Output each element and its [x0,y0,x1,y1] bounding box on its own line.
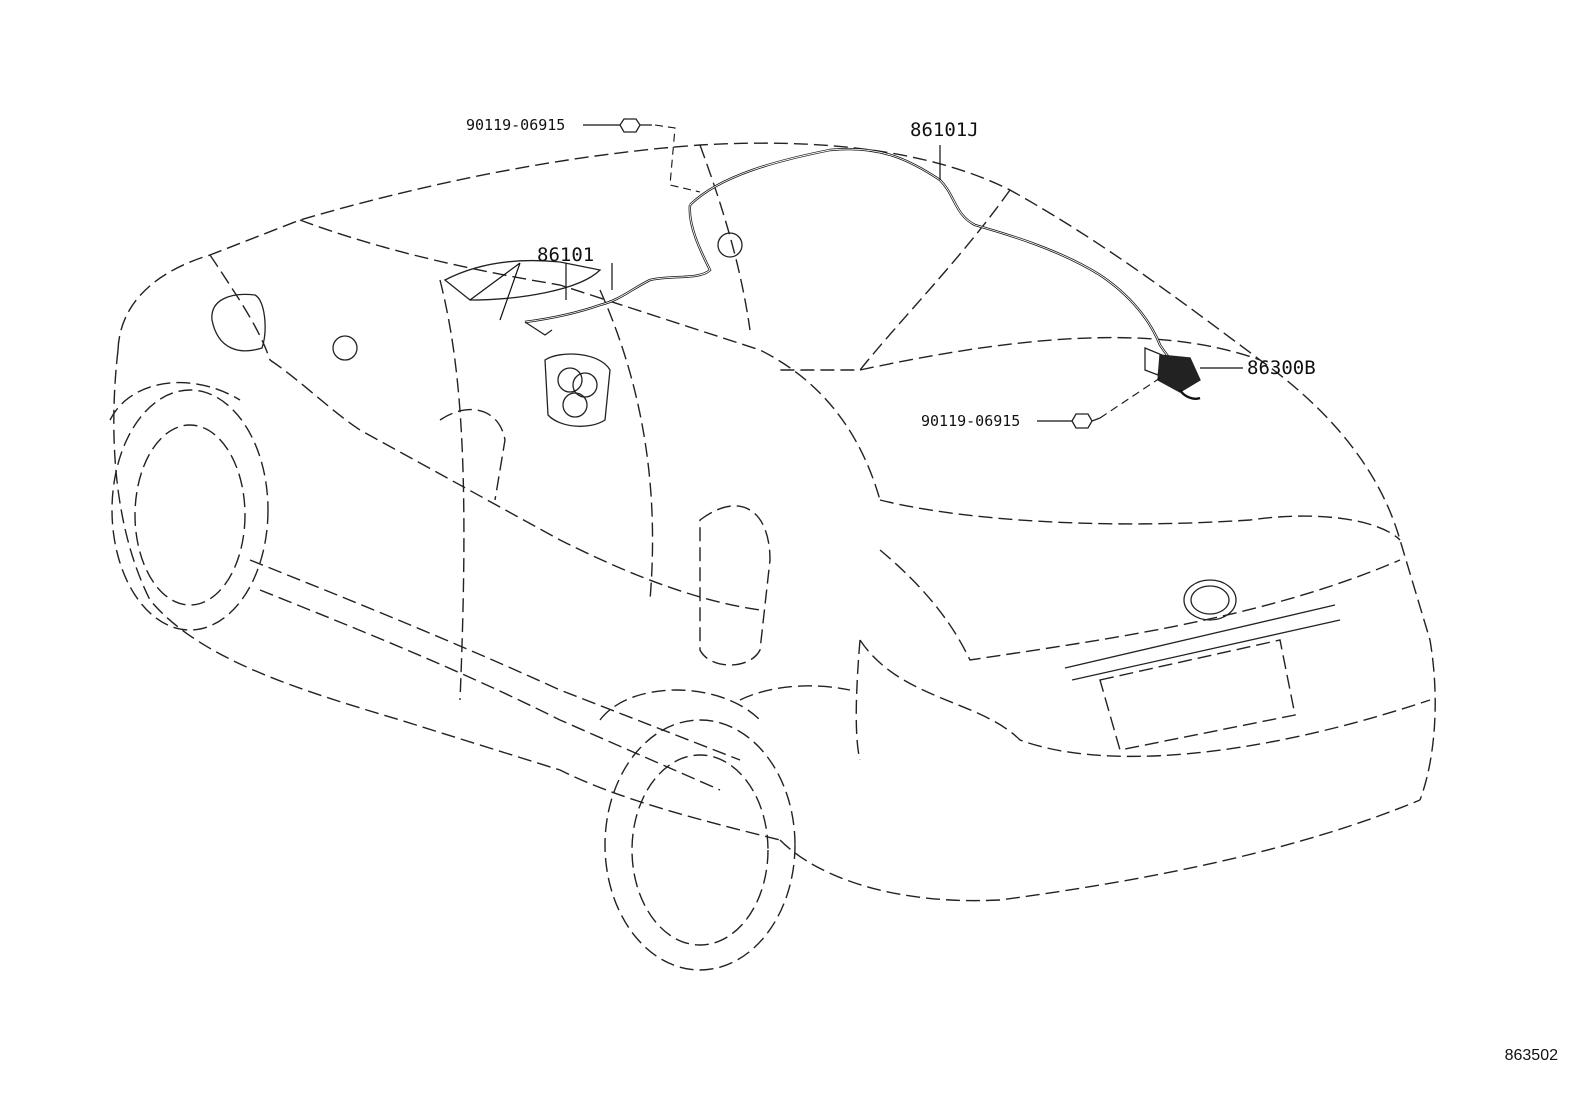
rear-emblem [1183,579,1237,621]
antenna-amplifier-module [1144,347,1201,400]
antenna-cable-dash [524,204,712,336]
rear-wheel [599,689,796,971]
front-wheel [109,381,269,631]
bolt-top-icon [619,118,652,133]
label-cable-roof: 86101J [910,119,979,141]
diagram-id: 863502 [1504,1047,1558,1064]
label-bolt-top: 90119-06915 [466,116,566,134]
leader-lines [469,124,1243,422]
antenna-cable-roof [689,147,1196,380]
side-mirror [211,293,266,352]
license-plate-area [1064,604,1341,751]
vehicle-body-outline [113,142,1436,902]
dashboard-gauges [332,232,743,427]
label-bolt-right: 90119-06915 [921,412,1021,430]
label-antenna-module: 86300B [1247,357,1316,379]
bolt-right-icon [1071,413,1101,429]
label-cable-dash: 86101 [537,244,595,266]
